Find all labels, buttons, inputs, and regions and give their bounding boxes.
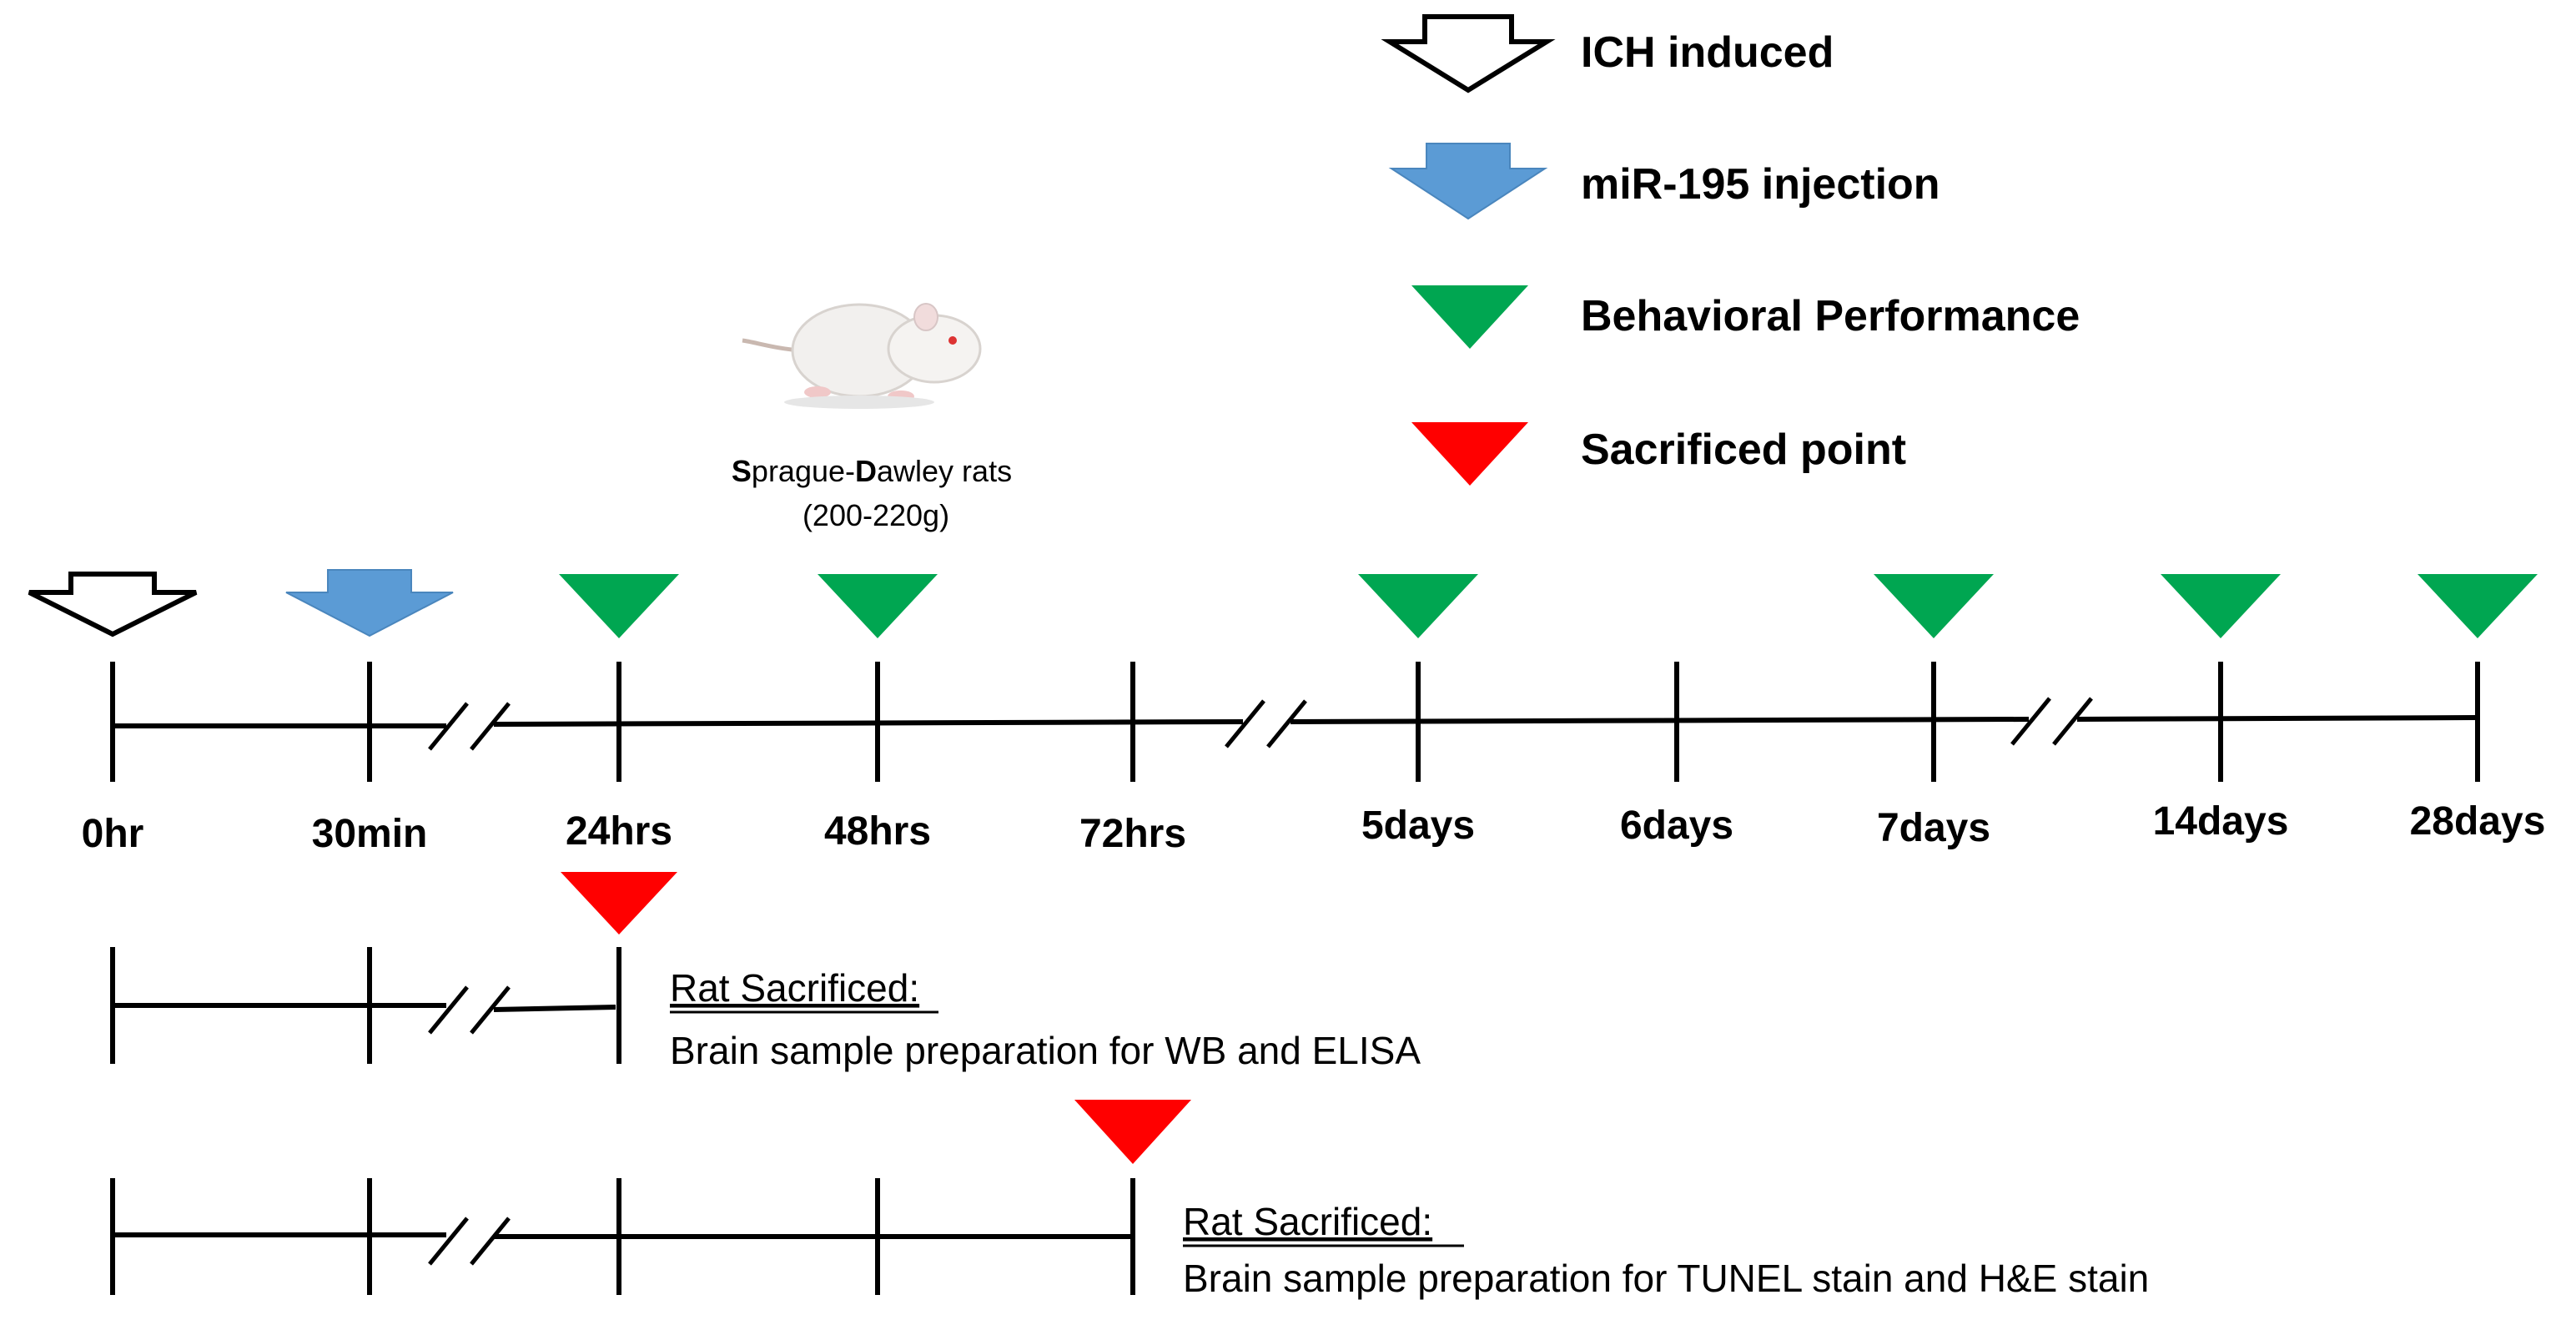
behavior-marker-5days bbox=[1358, 574, 1478, 638]
rat-image bbox=[742, 303, 982, 409]
timeline-axis-segment bbox=[1290, 717, 2030, 724]
behavior-marker-24hrs bbox=[559, 574, 679, 638]
branch-2-detail: Brain sample preparation for TUNEL stain… bbox=[1183, 1257, 2149, 1300]
injection-marker-30min bbox=[285, 569, 454, 637]
branch-1-title: Rat Sacrificed: bbox=[670, 966, 919, 1010]
legend-label-sacrifice: Sacrificed point bbox=[1581, 426, 1906, 474]
legend-item-ich: ICH induced bbox=[1381, 14, 1834, 93]
legend-item-sacrifice: Sacrificed point bbox=[1411, 422, 1906, 486]
blue-arrow-icon bbox=[1388, 143, 1548, 220]
timeline-label-6days: 6days bbox=[1620, 804, 1733, 848]
branch-axis-arrow bbox=[493, 1005, 616, 1012]
branch-72hrs: Rat Sacrificed: Brain sample preparation… bbox=[110, 1100, 2149, 1300]
sacrifice-marker-72hrs bbox=[1074, 1100, 1191, 1164]
rat-weight: (200-220g) bbox=[802, 498, 949, 532]
timeline-label-5days: 5days bbox=[1361, 804, 1475, 848]
timeline-label-28days: 28days bbox=[2410, 799, 2546, 844]
axis-break bbox=[428, 1217, 511, 1266]
timeline-label-14days: 14days bbox=[2153, 799, 2289, 844]
sacrifice-marker-24hrs bbox=[561, 872, 677, 935]
behavior-marker-48hrs bbox=[818, 574, 938, 638]
branch-24hrs: Rat Sacrificed: Brain sample preparation… bbox=[110, 872, 1421, 1072]
timeline-label-24hrs: 24hrs bbox=[566, 809, 672, 854]
red-triangle-icon bbox=[1411, 422, 1528, 486]
branch-1-detail: Brain sample preparation for WB and ELIS… bbox=[670, 1029, 1421, 1072]
main-timeline: 0hr 30min 24hrs 48hrs 72hrs 5days 6days 7days 14… bbox=[28, 569, 2546, 856]
behavior-marker-7days bbox=[1874, 574, 1994, 638]
legend-label-behavior: Behavioral Performance bbox=[1581, 292, 2080, 340]
behavior-marker-14days bbox=[2161, 574, 2281, 638]
timeline-label-30min: 30min bbox=[312, 812, 428, 856]
timeline-axis-arrow bbox=[2076, 715, 2478, 722]
timeline-label-0hr: 0hr bbox=[82, 812, 144, 856]
legend-item-behavior: Behavioral Performance bbox=[1411, 285, 2080, 349]
green-triangle-icon bbox=[1411, 285, 1528, 349]
axis-break bbox=[428, 985, 511, 1035]
legend-label-ich: ICH induced bbox=[1581, 28, 1834, 77]
ich-marker-0hr bbox=[28, 572, 198, 637]
rat-caption: Sprague-Dawley rats bbox=[732, 454, 1012, 488]
branch-2-title: Rat Sacrificed: bbox=[1183, 1200, 1432, 1243]
axis-break bbox=[428, 702, 511, 751]
axis-break bbox=[1225, 699, 1307, 748]
behavior-marker-28days bbox=[2418, 574, 2538, 638]
timeline-label-48hrs: 48hrs bbox=[824, 809, 931, 854]
legend-item-injection: miR-195 injection bbox=[1388, 143, 1940, 220]
hollow-arrow-icon bbox=[1381, 14, 1556, 93]
timeline-label-7days: 7days bbox=[1877, 806, 1990, 850]
axis-break bbox=[2010, 697, 2093, 746]
timeline-label-72hrs: 72hrs bbox=[1079, 812, 1186, 856]
legend-label-injection: miR-195 injection bbox=[1581, 160, 1940, 209]
legend: ICH induced miR-195 injection Behavioral… bbox=[1381, 14, 2080, 486]
